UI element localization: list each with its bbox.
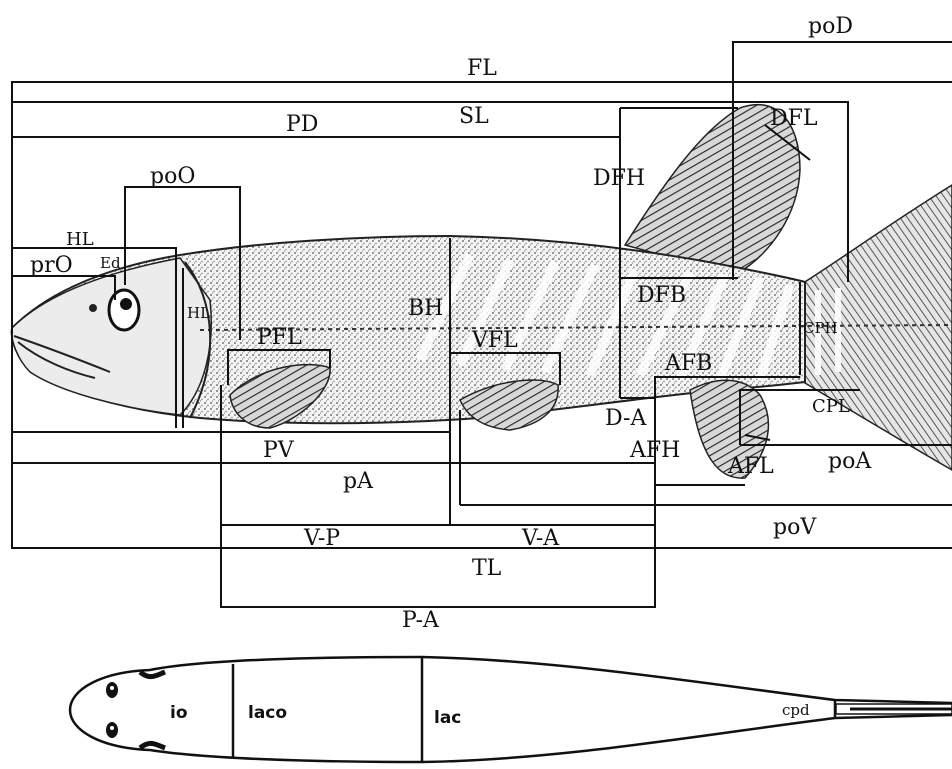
dorsal-outline [70, 657, 952, 762]
label-poD: poD [808, 14, 853, 39]
label-Ed: Ed [100, 254, 121, 272]
label-D-A: D-A [605, 406, 647, 431]
label-poA: poA [828, 449, 872, 474]
fish-eye [109, 290, 139, 330]
fish-pupil [120, 298, 132, 310]
label-CPL: CPL [812, 396, 850, 417]
label-PV: PV [263, 438, 295, 463]
label-VFL: VFL [471, 328, 518, 353]
fish-head [12, 258, 212, 415]
label-poO: poO [150, 164, 195, 189]
label-TL: TL [472, 556, 502, 581]
label-laco: laco [248, 703, 287, 723]
label-lac: lac [434, 708, 461, 728]
label-PD: PD [286, 112, 318, 137]
label-SL: SL [459, 104, 489, 129]
label-DFH: DFH [593, 166, 645, 191]
label-AFH: AFH [629, 438, 680, 463]
label-V-A: V-A [521, 526, 560, 551]
label-PFL: PFL [257, 325, 302, 350]
label-AFL: AFL [727, 454, 774, 479]
label-AFB: AFB [664, 351, 712, 376]
label-cpd: cpd [782, 701, 810, 719]
label-P-A: P-A [402, 608, 440, 633]
label-DFB: DFB [637, 283, 686, 308]
label-prO: prO [30, 253, 73, 278]
label-CPH: CPH [803, 319, 838, 337]
label-HL-top: HL [66, 229, 94, 250]
label-V-P: V-P [303, 526, 340, 551]
label-FL: FL [467, 56, 497, 81]
label-BH: BH [408, 296, 443, 321]
label-io: io [170, 703, 188, 723]
label-HL-side: HL [187, 304, 210, 322]
fish-illustration [12, 105, 952, 479]
label-poV: poV [773, 515, 817, 540]
fish-nostril [89, 304, 97, 312]
label-pA: pA [343, 469, 374, 494]
dorsal-view: io laco lac cpd [70, 657, 952, 762]
label-DFL: DFL [770, 106, 818, 131]
